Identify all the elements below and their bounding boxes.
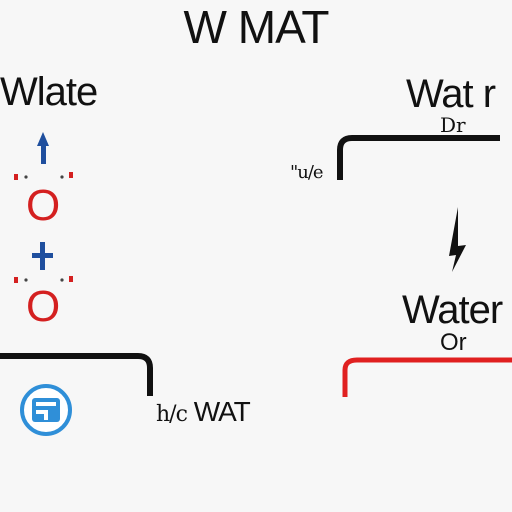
electron-dots-lower: [14, 276, 73, 283]
up-arrow-icon: [37, 132, 49, 164]
right-lower-bracket: [342, 357, 512, 397]
left-label: Wlate: [0, 70, 98, 114]
bottom-label: h/c WAT: [156, 396, 251, 427]
small-label: "u/e: [290, 162, 324, 183]
left-lower-bracket: [0, 353, 153, 396]
diagram-title: W MAT: [183, 1, 330, 53]
oxygen-atom-upper: O: [26, 181, 61, 230]
circle-symbol-icon: [20, 384, 72, 436]
bottom-label-prefix: h/c: [156, 402, 188, 427]
electron-dots-upper: [14, 172, 73, 180]
right-sub-label: Dr: [440, 113, 466, 137]
lightning-icon: [449, 207, 466, 272]
plus-icon: [32, 242, 53, 270]
right-upper-bracket: [337, 135, 500, 180]
oxygen-atom-lower: O: [26, 282, 61, 331]
bottom-label-text: WAT: [193, 396, 251, 427]
right-label: Wat r: [406, 72, 496, 116]
water-sub-label: Or: [440, 329, 467, 356]
water-label: Water: [402, 288, 503, 332]
